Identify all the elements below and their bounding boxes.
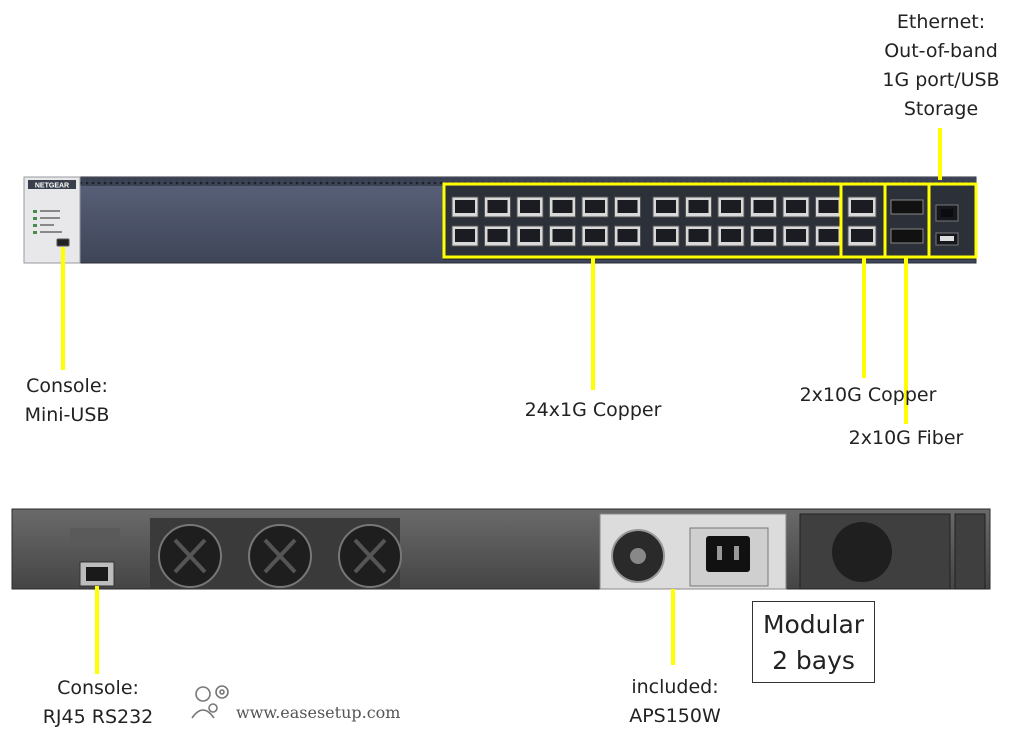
- copper-port-socket: [786, 200, 806, 213]
- front-left-plate: [23, 176, 81, 264]
- label-psu: included: APS150W: [629, 676, 721, 727]
- copper-port-socket: [721, 229, 741, 242]
- copper-port-socket: [753, 229, 774, 242]
- copper-port-socket: [520, 200, 540, 213]
- power-inlet: [706, 536, 750, 572]
- sfp-cage: [890, 199, 924, 215]
- copper-port-socket: [552, 229, 573, 242]
- label-24x1g-copper: 24x1G Copper: [524, 399, 662, 421]
- copper-port-socket: [585, 229, 605, 242]
- copper-port-socket: [818, 200, 839, 213]
- copper-port-socket: [688, 229, 709, 242]
- copper-port-socket: [455, 229, 475, 242]
- label-2x10g-copper: 2x10G Copper: [799, 384, 937, 406]
- psu-module: [599, 513, 787, 590]
- copper-port-socket: [818, 229, 839, 242]
- copper-port-socket: [656, 200, 676, 213]
- status-leds: [33, 210, 62, 234]
- netgear-logo: NETGEAR: [35, 183, 69, 190]
- copper-port-socket: [617, 229, 638, 242]
- rear-panel: [11, 508, 991, 590]
- copper-port-socket: [487, 229, 508, 242]
- label-modular-bays: Modular 2 bays: [752, 601, 875, 683]
- netgear-logo-badge: [28, 180, 76, 189]
- rj45-console-port-socket: [86, 567, 108, 581]
- copper-port-socket: [552, 200, 573, 213]
- copper-port-socket: [487, 200, 508, 213]
- copper-port-socket: [520, 229, 540, 242]
- mini-usb-console-port: [56, 238, 70, 247]
- label-console-mini-usb: Console: Mini-USB: [24, 375, 110, 426]
- sfp-cage: [890, 228, 924, 244]
- ten-g-copper-port-socket: [851, 200, 873, 213]
- rear-console-plate: [70, 528, 120, 542]
- empty-psu-bay: [799, 513, 986, 590]
- copper-port-socket: [688, 200, 709, 213]
- copper-port-socket: [585, 200, 605, 213]
- oob-ethernet-usb-ports: [935, 204, 959, 246]
- label-ethernet-oob: Ethernet: Out-of-band 1G port/USB Storag…: [882, 11, 1000, 120]
- watermark-text: www.easesetup.com: [236, 703, 401, 722]
- ten-g-copper-port-socket: [851, 229, 873, 242]
- copper-port-socket: [656, 229, 676, 242]
- copper-port-socket: [786, 229, 806, 242]
- front-panel: NETGEAR: [23, 176, 978, 264]
- label-console-rj45: Console: RJ45 RS232: [42, 677, 154, 728]
- easesetup-logo-icon: [191, 685, 229, 719]
- copper-port-socket: [721, 200, 741, 213]
- fiber-ports-2x10g: [890, 199, 924, 244]
- copper-port-socket: [455, 200, 475, 213]
- front-vent-strip: [80, 178, 975, 186]
- fan-grilles: [150, 518, 402, 588]
- copper-port-socket: [617, 200, 638, 213]
- label-2x10g-fiber: 2x10G Fiber: [848, 427, 964, 449]
- copper-port-socket: [753, 200, 774, 213]
- copper-ports-2x10g: [847, 196, 877, 247]
- callout-box-oob: [927, 182, 978, 259]
